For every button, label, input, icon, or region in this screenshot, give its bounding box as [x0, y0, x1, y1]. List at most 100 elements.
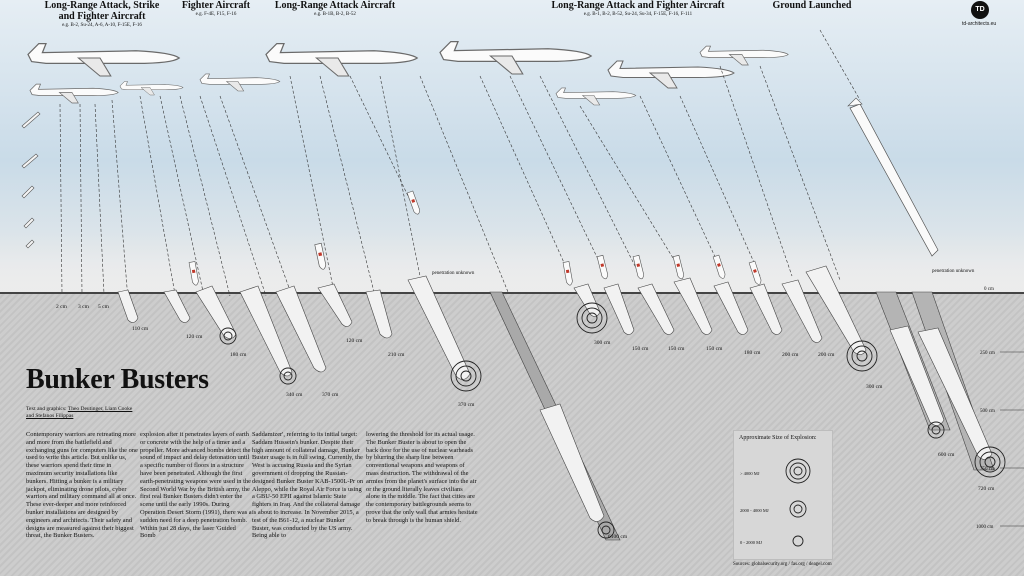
legend-item: 2000 - 4000 MJ	[740, 508, 769, 513]
aircraft-a10-icon	[119, 81, 184, 96]
depth-scale: 250 cm 500 cm 750 cm 1000 cm	[976, 351, 1024, 530]
scale-label: 750 cm	[980, 467, 995, 472]
ground-surface-line	[0, 292, 1024, 294]
scale-label: 500 cm	[980, 409, 995, 414]
ground-launched-missile	[847, 97, 939, 257]
penetration-unknown-label: penetration unknown	[932, 269, 975, 274]
bomb-icon	[117, 289, 139, 323]
depth-label: 600 cm	[938, 452, 955, 458]
credit-prefix: Text and graphics:	[26, 406, 67, 412]
header-long-range-fighter: Long-Range Attack and Fighter Aircraft e…	[548, 0, 728, 18]
depth-label: 2 cm	[56, 304, 68, 310]
bomb-icon	[748, 260, 763, 286]
td-logo: TD	[971, 1, 989, 19]
depth-label: 370 cm	[322, 392, 339, 398]
depth-label: 180 cm	[744, 350, 761, 356]
depth-labels: 2 cm 3 cm 5 cm 110 cm 120 cm 180 cm 340 …	[56, 304, 995, 540]
depth-label: 180 cm	[230, 352, 247, 358]
header-long-range-strike: Long-Range Attack, Strike and Fighter Ai…	[44, 0, 160, 29]
penetration-unknown-label: penetration unknown	[432, 271, 475, 276]
header-subtitle: e.g. F-4E, F15, F-16	[195, 12, 237, 17]
dust-cloud-band	[0, 232, 1024, 292]
bomb-icon	[673, 277, 713, 335]
munition-icon	[21, 185, 35, 199]
header-fighter: Fighter Aircraft e.g. F-4E, F15, F-16	[178, 0, 254, 18]
legend-title: Approximate Size of Explosion:	[739, 435, 817, 441]
bomb-icon	[713, 281, 749, 335]
header-title: Ground Launched	[772, 0, 852, 11]
bomb-icon	[163, 289, 191, 323]
bomb-icon	[188, 260, 200, 287]
munition-icon	[23, 217, 35, 229]
header-subtitle: e.g. B-1B, B-2, B-52	[314, 12, 356, 17]
sources-label: Sources:	[733, 562, 751, 567]
bomb-icon	[562, 260, 574, 287]
depth-label: 150 cm	[706, 346, 723, 352]
header-subtitle: e.g. B-1, B-2, B-52, Su-24, Su-34, F-15E…	[583, 12, 693, 17]
depth-label: 120 cm	[186, 334, 203, 340]
legend-item: 0 - 2000 MJ	[740, 540, 762, 545]
bomb-icon	[317, 283, 353, 327]
bomb-icon	[365, 289, 393, 339]
legend-item: > 4000 MJ	[740, 471, 760, 476]
penetrating-bombs	[117, 265, 995, 541]
aircraft-fighter-icon	[199, 73, 281, 92]
bomb-icon	[275, 285, 327, 373]
aircraft-b1-icon	[555, 87, 637, 106]
header-subtitle: e.g. B-2, Su-24, A-6, A-10, F-15E, F-16	[62, 23, 142, 28]
scale-label: 250 cm	[980, 351, 995, 356]
depth-label: 200 cm	[818, 352, 835, 358]
header-ground-launched: Ground Launched	[770, 0, 854, 11]
logo-url: td-architects.eu	[962, 21, 997, 27]
munition-icon	[21, 153, 39, 169]
header-title: Long-Range Attack Aircraft	[274, 0, 396, 11]
bomb-icon	[314, 242, 328, 271]
bomb-icon	[539, 403, 605, 522]
bomb-icon	[889, 325, 945, 426]
depth-label: 5 cm	[98, 304, 110, 310]
article-column-3: Saddamizer', referring to its initial ta…	[252, 431, 364, 540]
bomb-icon	[632, 254, 646, 281]
credit-authors: Theo Deutinger, Liam Cooke and Stefanos …	[26, 406, 133, 419]
aircraft-b52-3-icon	[439, 40, 592, 75]
depth-label: 370 cm	[458, 402, 475, 408]
trajectory-lines	[59, 29, 861, 301]
bomb-icon	[596, 254, 610, 281]
legend-rings	[785, 458, 811, 547]
bomb-icon	[712, 254, 727, 280]
depth-label: 340 cm	[286, 392, 303, 398]
depth-label: 120 cm	[346, 338, 363, 344]
article-column-2: explosion after it penetrates layers of …	[140, 431, 252, 540]
header-title: Long-Range Attack, Strike and Fighter Ai…	[44, 0, 160, 22]
depth-label: 300 cm	[594, 340, 611, 346]
bomb-icon	[239, 285, 293, 377]
depth-label: 210 cm	[388, 352, 405, 358]
bomb-icon	[637, 283, 675, 335]
depth-label: 200 cm	[782, 352, 799, 358]
header-title: Fighter Aircraft	[181, 0, 251, 11]
aircraft-b52-icon	[27, 42, 180, 77]
falling-bombs	[188, 190, 763, 287]
article-column-1: Contemporary warriors are retreating mor…	[26, 431, 138, 540]
bomb-icon	[407, 275, 471, 380]
zero-depth-label: 0 cm	[984, 287, 994, 292]
aircraft-strike-icon	[29, 83, 119, 104]
depth-label: 150 cm	[632, 346, 649, 352]
depth-label: 150 cm	[668, 346, 685, 352]
small-munitions	[21, 111, 41, 249]
sources-text: globalsecurity.org / fas.org / deagel.co…	[751, 562, 832, 567]
page-title: Bunker Busters	[26, 364, 209, 395]
aircraft-f15-icon	[699, 45, 789, 66]
aircraft-b1b-icon	[607, 60, 735, 89]
aircraft-b52-2-icon	[265, 42, 418, 77]
explosion-size-legend: Approximate Size of Explosion: > 4000 MJ…	[733, 430, 833, 560]
depth-label: 6100 cm	[608, 534, 628, 540]
header-long-range-attack: Long-Range Attack Aircraft e.g. B-1B, B-…	[270, 0, 400, 18]
bomb-icon	[781, 279, 823, 343]
bomb-icon	[603, 283, 635, 335]
aircraft-group-1	[27, 40, 789, 106]
depth-label: 110 cm	[132, 326, 149, 332]
depth-label: 720 cm	[978, 486, 995, 492]
depth-label: 3 cm	[78, 304, 90, 310]
